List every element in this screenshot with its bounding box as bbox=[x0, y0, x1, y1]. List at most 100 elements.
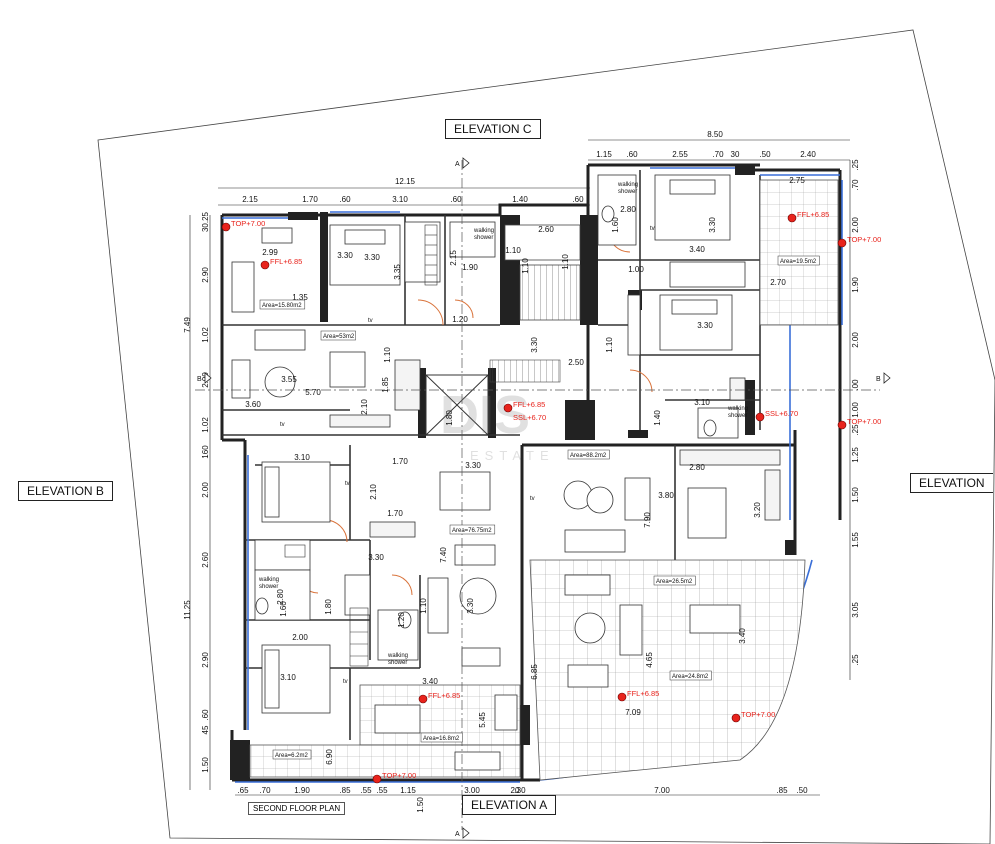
dim-left: .60 bbox=[201, 709, 210, 721]
elevation-a-label: ELEVATION A bbox=[462, 795, 557, 815]
dim-total-left: 12.15 bbox=[395, 177, 416, 186]
dim-right: 3.05 bbox=[851, 602, 860, 618]
inner-dimension: 3.30 bbox=[530, 337, 539, 353]
inner-dimension: 3.55 bbox=[281, 375, 297, 384]
section-arrow-icon bbox=[883, 372, 891, 384]
level-marker-icon bbox=[837, 420, 847, 430]
inner-dimension: 3.10 bbox=[280, 673, 296, 682]
level-marker-label: FFL+6.85 bbox=[797, 210, 829, 219]
area-tag-box bbox=[320, 330, 356, 341]
dim-right: .25 bbox=[851, 159, 860, 171]
dim-left: 30.25 bbox=[201, 211, 210, 232]
dim-top-left: .60 bbox=[450, 195, 462, 204]
dim-top-right: .70 bbox=[712, 150, 724, 159]
section-arrow-icon bbox=[462, 157, 470, 169]
inner-dimension: 1.20 bbox=[397, 612, 406, 628]
area-tag-box bbox=[259, 299, 306, 310]
elevation-right-label: ELEVATION bbox=[910, 473, 993, 493]
watermark-sub: ESTATE bbox=[470, 448, 555, 463]
room-label: shower bbox=[474, 235, 493, 241]
watermark-text: DIS bbox=[440, 385, 530, 445]
dim-left: 2.90 bbox=[201, 652, 210, 668]
room-label: walking bbox=[617, 182, 638, 188]
dim-left: 45 bbox=[201, 725, 210, 734]
level-marker-label: TOP+7.00 bbox=[847, 417, 881, 426]
dim-bottom: .55 bbox=[376, 786, 388, 795]
inner-dimension: 2.99 bbox=[262, 248, 278, 257]
dim-left: 7.49 bbox=[183, 317, 192, 333]
inner-dimension: 1.35 bbox=[292, 293, 308, 302]
tv-label: tv bbox=[343, 679, 348, 685]
level-marker-icon bbox=[731, 713, 741, 723]
inner-dimension: 3.10 bbox=[294, 453, 310, 462]
area-tag-box bbox=[420, 732, 463, 743]
dim-right: 1.50 bbox=[851, 487, 860, 503]
dim-bottom: 7.00 bbox=[654, 786, 670, 795]
inner-dimension: 2.15 bbox=[449, 250, 458, 266]
inner-dimension: 2.75 bbox=[789, 176, 805, 185]
inner-dimension: 1.10 bbox=[419, 598, 428, 614]
kitchen-counters bbox=[329, 359, 781, 538]
level-marker-label: FFL+6.85 bbox=[428, 691, 460, 700]
section-mark: A bbox=[455, 161, 460, 168]
inner-dimension: 2.10 bbox=[369, 484, 378, 500]
level-marker-label: FFL+6.85 bbox=[513, 400, 545, 409]
inner-dimension: 3.80 bbox=[658, 491, 674, 500]
dim-right: .00 bbox=[851, 379, 860, 391]
dim-bottom: .55 bbox=[360, 786, 372, 795]
level-marker-label: TOP+7.00 bbox=[382, 771, 416, 780]
room-label: walking bbox=[387, 653, 408, 659]
room-label: walking bbox=[258, 577, 279, 583]
inner-dimension: 3.30 bbox=[697, 321, 713, 330]
inner-dimension: 3.30 bbox=[337, 251, 353, 260]
inner-dimension: 1.80 bbox=[445, 410, 454, 426]
inner-dimension: 3.30 bbox=[466, 598, 475, 614]
dim-bottom: .50 bbox=[796, 786, 808, 795]
dim-bottom: .70 bbox=[259, 786, 271, 795]
inner-dimension: 3.10 bbox=[694, 398, 710, 407]
inner-dimension: 1.10 bbox=[521, 258, 530, 274]
area-tag: Area=6.2m2 bbox=[275, 753, 309, 759]
section-line-b bbox=[195, 160, 880, 830]
inner-dimension: 2.00 bbox=[292, 633, 308, 642]
inner-dimension: 1.10 bbox=[383, 347, 392, 363]
inner-dimension: 5.45 bbox=[478, 712, 487, 728]
dim-right: 1.00 bbox=[851, 402, 860, 418]
wardrobes bbox=[284, 224, 438, 667]
inner-dimension: 2.80 bbox=[689, 463, 705, 472]
level-marker-label: SSL+6.70 bbox=[765, 409, 798, 418]
inner-dimension: 7.09 bbox=[625, 708, 641, 717]
inner-dimension: 7.40 bbox=[439, 547, 448, 563]
dim-left: 1.50 bbox=[201, 757, 210, 773]
section-mark: B bbox=[876, 376, 881, 383]
inner-dimension: 3.60 bbox=[245, 400, 261, 409]
dim-bottom: .85 bbox=[339, 786, 351, 795]
level-marker-icon bbox=[503, 403, 513, 413]
dim-top-left: .60 bbox=[572, 195, 584, 204]
inner-dimension: 1.00 bbox=[628, 265, 644, 274]
room-label: shower bbox=[388, 660, 407, 666]
room-label: shower bbox=[259, 584, 278, 590]
section-arrow-icon bbox=[462, 827, 470, 839]
room-label: walking bbox=[473, 228, 494, 234]
inner-dimension: 1.60 bbox=[611, 217, 620, 233]
stair-well bbox=[489, 224, 581, 383]
dim-bottom: 1.15 bbox=[400, 786, 416, 795]
area-tag-box bbox=[449, 524, 496, 535]
section-mark: B bbox=[197, 376, 202, 383]
level-marker-icon bbox=[787, 213, 797, 223]
inner-dimension: 5.70 bbox=[305, 388, 321, 397]
dim-top-left: 2.15 bbox=[242, 195, 258, 204]
area-tag-box bbox=[669, 670, 712, 681]
inner-dimension: 2.10 bbox=[360, 399, 369, 415]
level-marker-icon bbox=[418, 694, 428, 704]
dim-left: 2.00 bbox=[201, 482, 210, 498]
room-label: walking bbox=[727, 406, 748, 412]
level-marker-icon bbox=[617, 692, 627, 702]
dim-left: 1.02 bbox=[201, 417, 210, 433]
room-label: shower bbox=[728, 413, 747, 419]
dim-right: 1.25 bbox=[851, 447, 860, 463]
elevation-b-label: ELEVATION B bbox=[18, 481, 113, 501]
area-tag: Area=16.8m2 bbox=[423, 736, 460, 742]
